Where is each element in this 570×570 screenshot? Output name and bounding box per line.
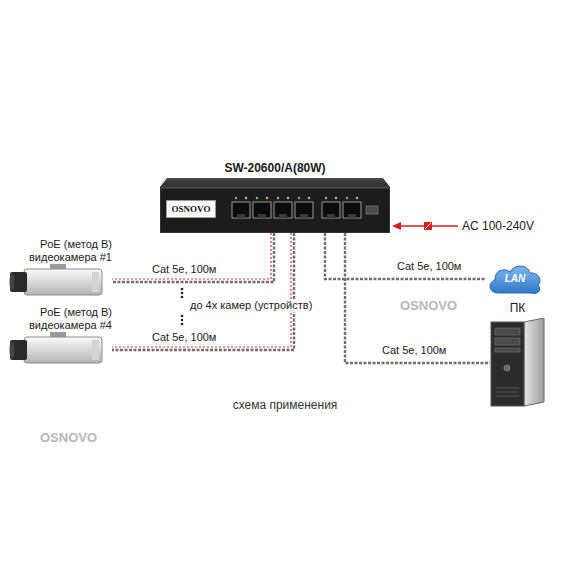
pc-label: ПК bbox=[490, 300, 545, 318]
watermark: OSNOVO bbox=[400, 298, 457, 313]
poe-power-trace bbox=[112, 233, 291, 347]
ac-power-arrow bbox=[392, 222, 458, 230]
camera-illustration bbox=[8, 264, 104, 300]
cable-group bbox=[112, 233, 294, 350]
network-cable bbox=[112, 233, 294, 350]
device-title: SW-20600/A(80W) bbox=[160, 160, 390, 178]
network-label: LAN bbox=[486, 262, 544, 296]
network-cable bbox=[325, 233, 486, 279]
brand-logo: OSNOVO bbox=[166, 200, 216, 218]
pc-illustration bbox=[490, 318, 545, 408]
ip-camera: PoE (метод В) видеокамера #1 bbox=[8, 238, 112, 300]
cable-group bbox=[112, 233, 274, 282]
camera-illustration bbox=[8, 332, 104, 368]
cable-label: Cat 5e, 100м bbox=[380, 344, 448, 357]
cable-label: Cat 5e, 100м bbox=[395, 260, 463, 273]
poe-power-trace bbox=[112, 233, 271, 279]
network-cable bbox=[345, 233, 490, 363]
poe-switch: SW-20600/A(80W) OSNOVO bbox=[160, 160, 390, 233]
ip-camera: PoE (метод В) видеокамера #4 bbox=[8, 306, 112, 368]
pc-tower: ПК bbox=[490, 300, 545, 408]
camera-label: PoE (метод В) видеокамера #1 bbox=[8, 238, 112, 264]
lan-cloud: LAN bbox=[486, 262, 544, 296]
cable-label: Cat 5e, 100м bbox=[150, 263, 218, 276]
network-cable bbox=[112, 233, 274, 282]
power-label: AC 100-240V bbox=[462, 219, 534, 233]
cable-group bbox=[345, 233, 490, 363]
switch-body: OSNOVO bbox=[160, 178, 390, 233]
caption: схема применения bbox=[160, 398, 410, 412]
continuation-dots bbox=[181, 288, 184, 326]
note-label: до 4х камер (устройств) bbox=[188, 299, 314, 312]
camera-label: PoE (метод В) видеокамера #4 bbox=[8, 306, 112, 332]
fuse-mark bbox=[425, 223, 431, 229]
watermark: OSNOVO bbox=[40, 430, 97, 445]
fuse-symbol bbox=[424, 222, 432, 230]
power-arrowhead bbox=[392, 222, 401, 230]
cable-group bbox=[325, 233, 486, 279]
cable-label: Cat 5e, 100м bbox=[150, 331, 218, 344]
